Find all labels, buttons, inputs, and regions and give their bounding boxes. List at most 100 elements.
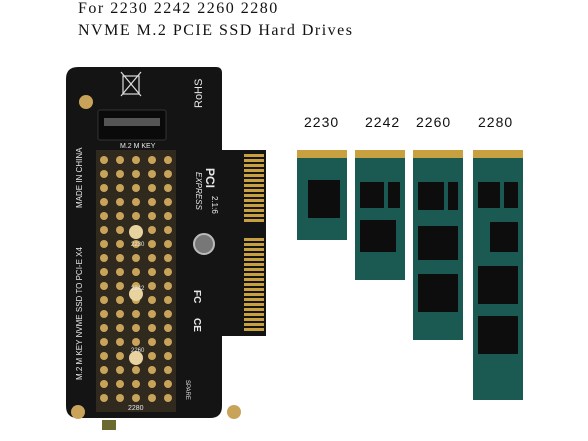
solder-pad [148, 156, 156, 164]
solder-pad [100, 268, 108, 276]
solder-pad [100, 226, 108, 234]
bracket-hole-top-left [79, 95, 93, 109]
solder-pad [164, 212, 172, 220]
solder-pad [116, 198, 124, 206]
solder-pad [148, 212, 156, 220]
solder-pad [100, 212, 108, 220]
silk-mount-2280: 2280 [128, 405, 144, 412]
solder-pad [164, 184, 172, 192]
solder-pad [164, 366, 172, 374]
solder-pad [164, 282, 172, 290]
solder-pad [132, 310, 140, 318]
solder-pad [164, 156, 172, 164]
gold-finger [244, 184, 264, 187]
solder-pad [100, 198, 108, 206]
gold-finger [244, 159, 264, 162]
ssd-2280 [473, 150, 523, 400]
gold-finger [244, 214, 264, 217]
solder-pad [132, 240, 140, 248]
solder-pad [132, 394, 140, 402]
solder-pad [148, 184, 156, 192]
solder-pad [132, 170, 140, 178]
solder-pad [132, 324, 140, 332]
solder-pad [148, 310, 156, 318]
solder-pad [116, 240, 124, 248]
solder-pad [116, 282, 124, 290]
solder-pad [100, 184, 108, 192]
silk-key-label: M.2 M KEY [120, 143, 156, 150]
solder-pad [164, 198, 172, 206]
gold-finger [244, 313, 264, 316]
solder-pad [148, 394, 156, 402]
solder-pad [132, 338, 140, 346]
solder-pad [132, 268, 140, 276]
solder-pad [100, 282, 108, 290]
gold-finger [244, 268, 264, 271]
solder-pad [116, 310, 124, 318]
solder-pad [100, 366, 108, 374]
headline-line-2: NVME M.2 PCIE SSD Hard Drives [78, 22, 354, 39]
solder-pad [132, 254, 140, 262]
solder-pad [132, 156, 140, 164]
gold-finger [244, 293, 264, 296]
solder-pad [148, 282, 156, 290]
solder-pad [116, 156, 124, 164]
gold-finger [244, 298, 264, 301]
solder-pad [164, 324, 172, 332]
silk-spare: SPARE [184, 380, 190, 400]
gold-finger [244, 303, 264, 306]
solder-pad [100, 310, 108, 318]
solder-pad [132, 366, 140, 374]
solder-pad [100, 352, 108, 360]
silk-version: 2.1:6 [210, 196, 219, 214]
bracket-hole-bottom-left [71, 405, 85, 419]
solder-pad [148, 296, 156, 304]
gold-finger [244, 273, 264, 276]
gold-finger [244, 263, 264, 266]
ssd-drives [297, 150, 523, 400]
solder-pad [164, 226, 172, 234]
headline-line-1: For 2230 2242 2260 2280 [78, 0, 279, 17]
solder-pad [100, 324, 108, 332]
gold-finger [244, 253, 264, 256]
solder-pad [164, 240, 172, 248]
solder-pad [100, 380, 108, 388]
gold-finger [244, 154, 264, 157]
gold-fingers [244, 154, 264, 331]
drive-label-2260: 2260 [416, 114, 452, 130]
solder-pad [100, 156, 108, 164]
solder-pad [116, 352, 124, 360]
gold-finger [244, 323, 264, 326]
drive-label-2242: 2242 [365, 114, 401, 130]
gold-finger [244, 278, 264, 281]
solder-pad [148, 240, 156, 248]
solder-pad [164, 310, 172, 318]
gold-finger [244, 288, 264, 291]
solder-pad [116, 324, 124, 332]
solder-pad [164, 338, 172, 346]
gold-finger [244, 199, 264, 202]
weee-bin-icon [120, 71, 142, 97]
ssd-2242 [355, 150, 405, 280]
gold-finger [244, 189, 264, 192]
solder-pad [148, 324, 156, 332]
silk-ce: CE [191, 318, 202, 332]
solder-pad [100, 240, 108, 248]
drive-label-2230: 2230 [304, 114, 340, 130]
solder-pad [132, 380, 140, 388]
gold-finger [244, 248, 264, 251]
gold-finger [244, 318, 264, 321]
gold-finger [244, 209, 264, 212]
mount-hole-2230 [129, 225, 143, 239]
silk-rohs: RoHS [193, 79, 205, 108]
solder-pad [164, 352, 172, 360]
gold-finger [244, 164, 264, 167]
solder-pad [116, 184, 124, 192]
solder-pad [148, 366, 156, 374]
gold-finger [244, 179, 264, 182]
silk-made-in: MADE IN CHINA [75, 147, 84, 208]
solder-pad [100, 296, 108, 304]
gold-finger [244, 204, 264, 207]
solder-pad [148, 380, 156, 388]
